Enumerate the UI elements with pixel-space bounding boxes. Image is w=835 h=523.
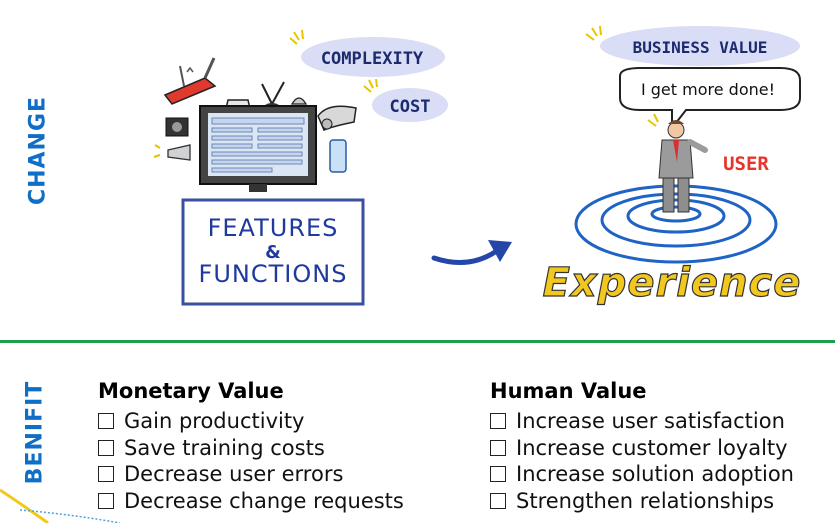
- cluttered-monitor-illustration: FEATURES & FUNCTIONS: [153, 57, 365, 306]
- sparkle-icon: [363, 78, 378, 93]
- experience-text: Experience: [543, 260, 802, 306]
- features-text: FEATURES: [208, 214, 339, 242]
- antenna-icon: [261, 81, 285, 109]
- business-value-text: BUSINESS VALUE: [633, 38, 768, 57]
- sparkle-icon: [647, 113, 659, 127]
- complexity-text: COMPLEXITY: [321, 49, 424, 69]
- cost-text: COST: [390, 97, 431, 117]
- checkbox-icon: [490, 413, 506, 429]
- checkbox-icon: [490, 466, 506, 482]
- sparkle-icon: [289, 29, 304, 45]
- checkbox-icon: [98, 439, 114, 456]
- change-illustration: FEATURES & FUNCTIONS COMPLEXITY COST BUS…: [153, 25, 802, 307]
- checkbox-icon: [98, 466, 114, 482]
- ampersand-text: &: [265, 242, 281, 263]
- complexity-cloud: COMPLEXITY: [289, 29, 445, 77]
- section-divider: [0, 340, 835, 343]
- human-value-column: Human Value Increase user satisfaction I…: [490, 378, 794, 514]
- human-value-title: Human Value: [490, 379, 647, 403]
- checkbox-icon: [490, 492, 506, 509]
- speech-bubble: I get more done!: [619, 67, 801, 131]
- speech-text: I get more done!: [641, 80, 775, 99]
- checkbox-icon: [98, 413, 114, 429]
- monetary-value-column: Monetary Value Gain productivity Save tr…: [98, 378, 404, 514]
- whistle-icon: [317, 105, 357, 131]
- monetary-value-title: Monetary Value: [98, 379, 284, 403]
- checklist-item: Increase customer loyalty: [490, 435, 794, 462]
- user-text: USER: [723, 153, 769, 175]
- checkbox-icon: [490, 439, 506, 456]
- features-board: [181, 198, 365, 306]
- checkbox-icon: [98, 492, 114, 509]
- checklist-item: Gain productivity: [98, 408, 404, 435]
- phone-icon: [329, 139, 347, 173]
- camera-icon: [165, 117, 189, 137]
- corner-swoosh-decoration: [0, 488, 121, 523]
- checklist-item: Increase user satisfaction: [490, 408, 794, 435]
- bell-icon: [290, 97, 308, 105]
- cost-cloud: COST: [363, 78, 448, 122]
- functions-text: FUNCTIONS: [199, 260, 348, 288]
- transition-arrow-icon: [431, 240, 512, 265]
- flashlight-icon: [153, 144, 191, 161]
- checklist-item: Decrease change requests: [98, 488, 404, 515]
- checklist-item: Decrease user errors: [98, 461, 404, 488]
- sparkle-icon: [585, 25, 602, 41]
- swiss-knife-icon: [163, 57, 217, 105]
- business-value-cloud: BUSINESS VALUE: [585, 25, 800, 66]
- checklist-item: Strengthen relationships: [490, 488, 794, 515]
- checklist-item: Increase solution adoption: [490, 461, 794, 488]
- user-figure-icon: [658, 120, 708, 213]
- checklist-item: Save training costs: [98, 435, 404, 462]
- ripple-rings: [574, 184, 778, 264]
